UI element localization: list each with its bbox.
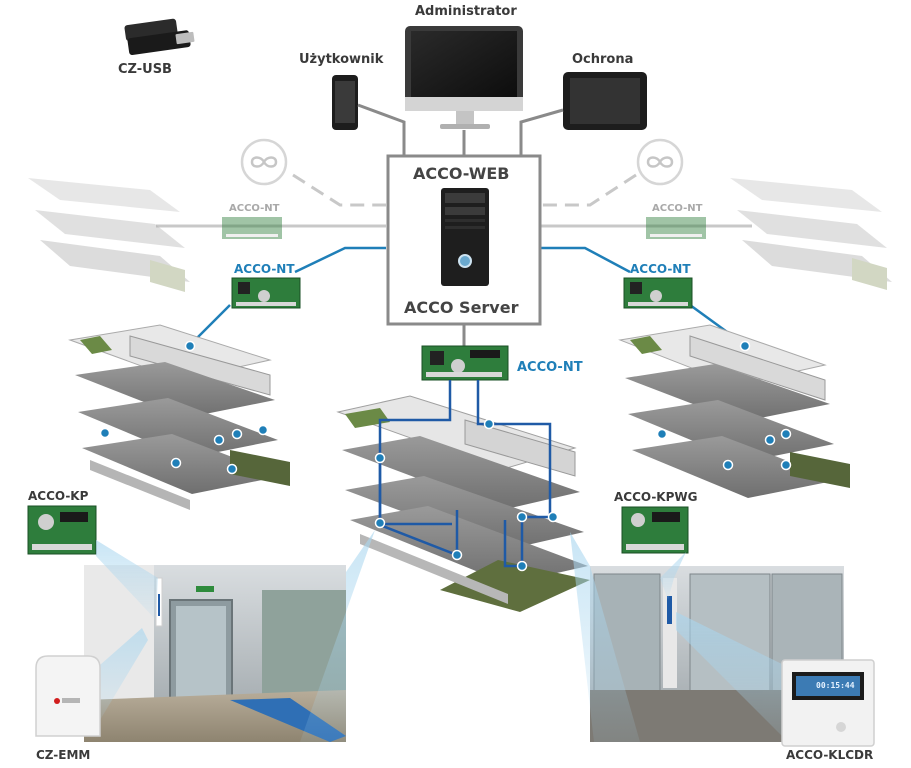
label-acco-nt-center: ACCO-NT <box>517 360 583 375</box>
acco-server-box <box>386 154 542 326</box>
label-administrator: Administrator <box>415 4 517 19</box>
label-ochrona: Ochrona <box>572 52 634 67</box>
building-left <box>68 324 290 510</box>
label-acco-nt-right-faded: ACCO-NT <box>652 203 703 214</box>
building-faded-left <box>28 178 190 292</box>
building-center <box>336 395 590 612</box>
label-acco-web: ACCO-WEB <box>413 164 510 183</box>
keypad-lcd-text: 00:15:44 <box>816 681 855 690</box>
label-acco-klcdr: ACCO-KLCDR <box>786 748 874 762</box>
label-acco-server: ACCO Server <box>404 298 519 317</box>
infinity-cloud-icon-right <box>636 138 684 186</box>
projection-beams <box>96 530 790 744</box>
acco-klcdr-keypad <box>781 659 875 747</box>
acco-nt-board-center <box>421 345 509 381</box>
label-acco-kpwg: ACCO-KPWG <box>614 490 698 504</box>
acco-nt-board-left <box>231 277 301 309</box>
remote-links <box>156 173 752 228</box>
acco-kpwg-board <box>621 506 689 554</box>
label-acco-kp: ACCO-KP <box>28 489 89 503</box>
security-tablet <box>563 72 647 130</box>
acco-nt-board-right-faded <box>646 217 706 239</box>
label-uzytkownik: Użytkownik <box>299 52 384 67</box>
cz-usb-device <box>124 18 195 55</box>
label-cz-emm: CZ-EMM <box>36 748 91 762</box>
acco-kp-board <box>27 505 97 555</box>
cz-emm-reader <box>35 655 101 737</box>
device-links <box>357 103 564 156</box>
administrator-monitor <box>405 26 523 129</box>
acco-nt-board-left-faded <box>222 217 282 239</box>
user-phone <box>332 75 358 130</box>
acco-nt-board-right <box>623 277 693 309</box>
label-acco-nt-left: ACCO-NT <box>234 262 295 276</box>
building-right <box>618 324 850 498</box>
building-faded-right <box>730 178 892 290</box>
label-cz-usb: CZ-USB <box>118 62 172 77</box>
label-acco-nt-left-faded: ACCO-NT <box>229 203 280 214</box>
infinity-cloud-icon-left <box>240 138 288 186</box>
label-acco-nt-right: ACCO-NT <box>630 262 691 276</box>
connection-dots <box>99 340 792 572</box>
